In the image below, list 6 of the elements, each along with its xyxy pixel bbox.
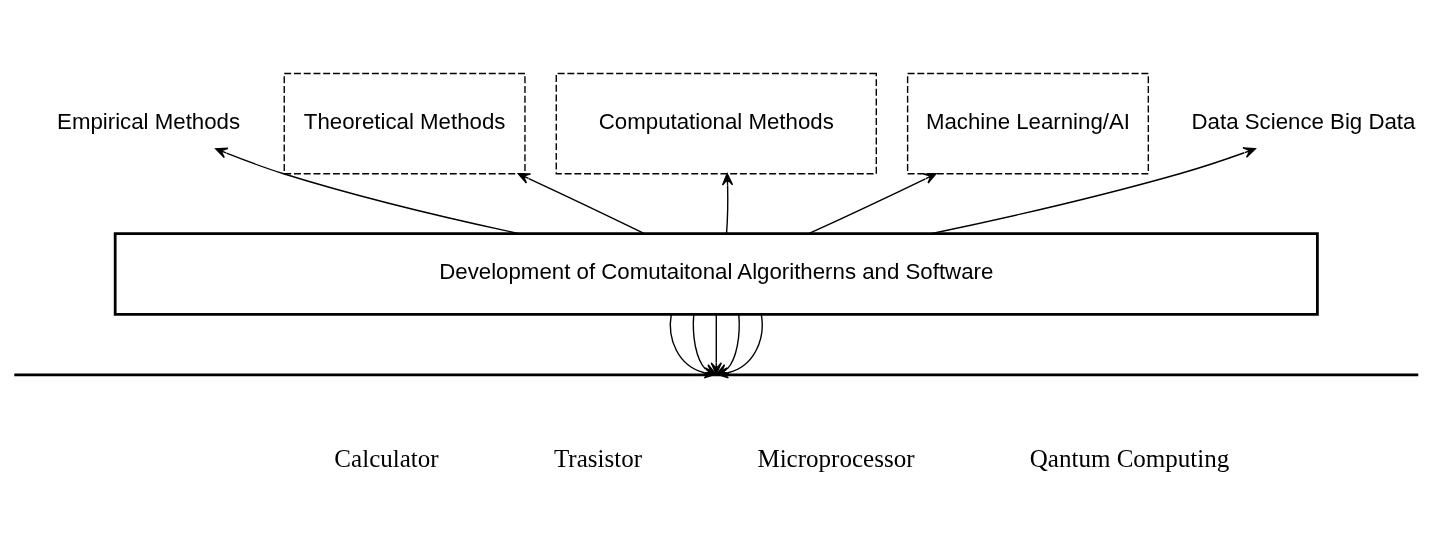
node-text: Empirical Methods bbox=[57, 108, 241, 134]
label: Trasistor bbox=[553, 444, 643, 472]
label: Microprocessor bbox=[757, 444, 915, 472]
label: Calculator bbox=[334, 444, 439, 472]
node-text: Data Science Big Data bbox=[1191, 108, 1416, 134]
label: Qantum Computing bbox=[1029, 444, 1230, 472]
